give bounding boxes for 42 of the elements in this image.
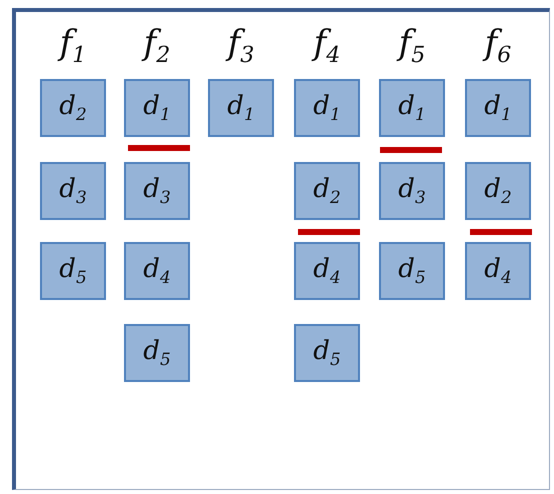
item-label: d$_{5}$	[59, 254, 87, 288]
column-header: f$_{6}$	[482, 26, 512, 66]
column-header: f$_{4}$	[310, 26, 342, 66]
item-box	[294, 162, 360, 220]
item-label: d$_{5}$	[143, 336, 171, 370]
item-box	[208, 79, 274, 137]
item-label: d$_{4}$	[143, 254, 171, 288]
item-label: d$_{3}$	[59, 174, 87, 208]
item-label: d$_{2}$	[484, 174, 512, 208]
item-label: d$_{5}$	[398, 254, 426, 288]
item-label: d$_{2}$	[59, 91, 87, 125]
column-header: f$_{5}$	[396, 26, 426, 66]
item-label: d$_{4}$	[484, 254, 512, 288]
item-label: d$_{1}$	[398, 91, 426, 125]
column-header: f$_{3}$	[224, 26, 256, 66]
item-label: d$_{4}$	[313, 254, 341, 288]
item-label: d$_{1}$	[143, 91, 171, 125]
item-label: d$_{1}$	[484, 91, 512, 125]
item-label: d$_{1}$	[227, 91, 255, 125]
column-header: f$_{2}$	[140, 26, 172, 66]
item-label: d$_{2}$	[313, 174, 341, 208]
item-box	[40, 79, 106, 137]
item-box	[124, 79, 190, 137]
item-box	[379, 79, 445, 137]
item-box	[379, 162, 445, 220]
item-box	[294, 242, 360, 300]
item-box	[465, 162, 531, 220]
item-box	[294, 324, 360, 382]
item-label: d$_{3}$	[398, 174, 426, 208]
item-box	[379, 242, 445, 300]
column-header: f$_{1}$	[56, 26, 88, 66]
item-label: d$_{1}$	[313, 91, 341, 125]
item-label: d$_{5}$	[313, 336, 341, 370]
item-box	[40, 162, 106, 220]
item-box	[465, 242, 531, 300]
item-box	[124, 324, 190, 382]
item-label: d$_{3}$	[143, 174, 171, 208]
item-box	[124, 242, 190, 300]
item-box	[294, 79, 360, 137]
item-box	[124, 162, 190, 220]
item-box	[40, 242, 106, 300]
item-box	[465, 79, 531, 137]
